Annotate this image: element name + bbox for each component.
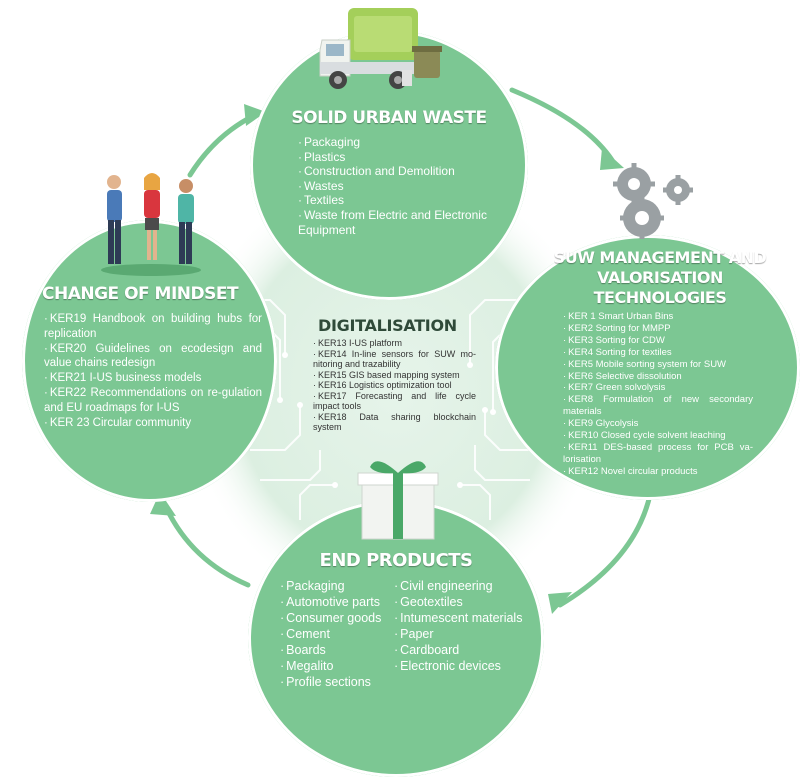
suw-list: Packaging Plastics Construction and Demo… (298, 135, 518, 237)
mgmt-item: KER10 Closed cycle solvent leaching (563, 430, 753, 442)
end-product-item: Electronic devices (394, 658, 524, 674)
digitalisation-list: KER13 I-US platform KER14 In-line sensor… (313, 338, 476, 433)
arrow-end-to-mindset (162, 502, 251, 588)
gears-icon (613, 163, 693, 239)
mgmt-item: KER6 Selective dissolution (563, 371, 753, 383)
suw-title: SOLID URBAN WASTE (291, 108, 487, 128)
mindset-item: KER20 Guidelines on ecodesign and value … (44, 342, 262, 372)
end-products-list-right: Civil engineering Geotextiles Intumescen… (394, 578, 524, 674)
end-product-item: Boards (280, 642, 395, 658)
suw-item: Wastes (298, 179, 518, 194)
mgmt-item: KER8 Formulation of new secondary materi… (563, 394, 753, 418)
mgmt-title: SUW MANAGEMENT AND VALORISATION TECHNOLO… (553, 248, 767, 307)
end-product-item: Cement (280, 626, 395, 642)
digitalisation-item: KER18 Data sharing blockchain system (313, 412, 476, 433)
mindset-title: CHANGE OF MINDSET (42, 284, 239, 304)
mindset-item: KER19 Handbook on building hubs for repl… (44, 312, 262, 342)
mgmt-item: KER4 Sorting for textiles (563, 347, 753, 359)
end-product-item: Profile sections (280, 674, 395, 690)
suw-item: Waste from Electric and Electronic Equip… (298, 208, 518, 237)
mgmt-item: KER3 Sorting for CDW (563, 335, 753, 347)
mgmt-item: KER2 Sorting for MMPP (563, 323, 753, 335)
suw-item: Construction and Demolition (298, 164, 518, 179)
end-product-item: Megalito (280, 658, 395, 674)
end-products-list-left: Packaging Automotive parts Consumer good… (280, 578, 395, 690)
mgmt-item: KER9 Glycolysis (563, 418, 753, 430)
digitalisation-item: KER17 Forecasting and life cycle impact … (313, 391, 476, 412)
arrow-heads (150, 104, 624, 614)
end-product-item: Consumer goods (280, 610, 395, 626)
mgmt-bubble: SUW MANAGEMENT AND VALORISATION TECHNOLO… (495, 235, 800, 500)
digitalisation-item: KER14 In-line sensors for SUW mo-nitorin… (313, 349, 476, 370)
mgmt-item: KER12 Novel circular products (563, 466, 753, 478)
suw-bubble: SOLID URBAN WASTE Packaging Plastics Con… (250, 30, 528, 300)
people-icon (101, 173, 201, 276)
mgmt-item: KER 1 Smart Urban Bins (563, 311, 753, 323)
suw-item: Packaging (298, 135, 518, 150)
end-product-item: Paper (394, 626, 524, 642)
mindset-list: KER19 Handbook on building hubs for repl… (44, 312, 262, 430)
end-product-item: Packaging (280, 578, 395, 594)
mindset-item: KER 23 Circular community (44, 416, 262, 431)
suw-item: Textiles (298, 193, 518, 208)
end-product-item: Geotextiles (394, 594, 524, 610)
mgmt-item: KER5 Mobile sorting system for SUW (563, 359, 753, 371)
mgmt-item: KER11 DES-based process for PCB va-loris… (563, 442, 753, 466)
mgmt-item: KER7 Green solvolysis (563, 382, 753, 394)
mindset-item: KER22 Recommendations on re-gulation and… (44, 386, 262, 416)
mgmt-list: KER 1 Smart Urban Bins KER2 Sorting for … (563, 311, 753, 478)
suw-item: Plastics (298, 150, 518, 165)
end-product-item: Civil engineering (394, 578, 524, 594)
digitalisation-title: DIGITALISATION (318, 316, 457, 335)
gift-box-icon (357, 461, 439, 540)
arrow-mindset-to-suw (187, 112, 258, 178)
end-product-item: Automotive parts (280, 594, 395, 610)
arrow-mgmt-to-end (557, 492, 653, 608)
mindset-bubble: CHANGE OF MINDSET KER19 Handbook on buil… (22, 220, 277, 502)
end-product-item: Cardboard (394, 642, 524, 658)
mindset-item: KER21 I-US business models (44, 371, 262, 386)
digitalisation-item: KER13 I-US platform (313, 338, 476, 349)
end-products-title: END PRODUCTS (319, 550, 473, 571)
digitalisation-item: KER15 GIS based mapping system (313, 370, 476, 381)
end-products-bubble: END PRODUCTS Packaging Automotive parts … (248, 500, 544, 777)
garbage-truck-icon (319, 8, 442, 89)
digitalisation-item: KER16 Logistics optimization tool (313, 380, 476, 391)
end-product-item: Intumescent materials (394, 610, 524, 626)
